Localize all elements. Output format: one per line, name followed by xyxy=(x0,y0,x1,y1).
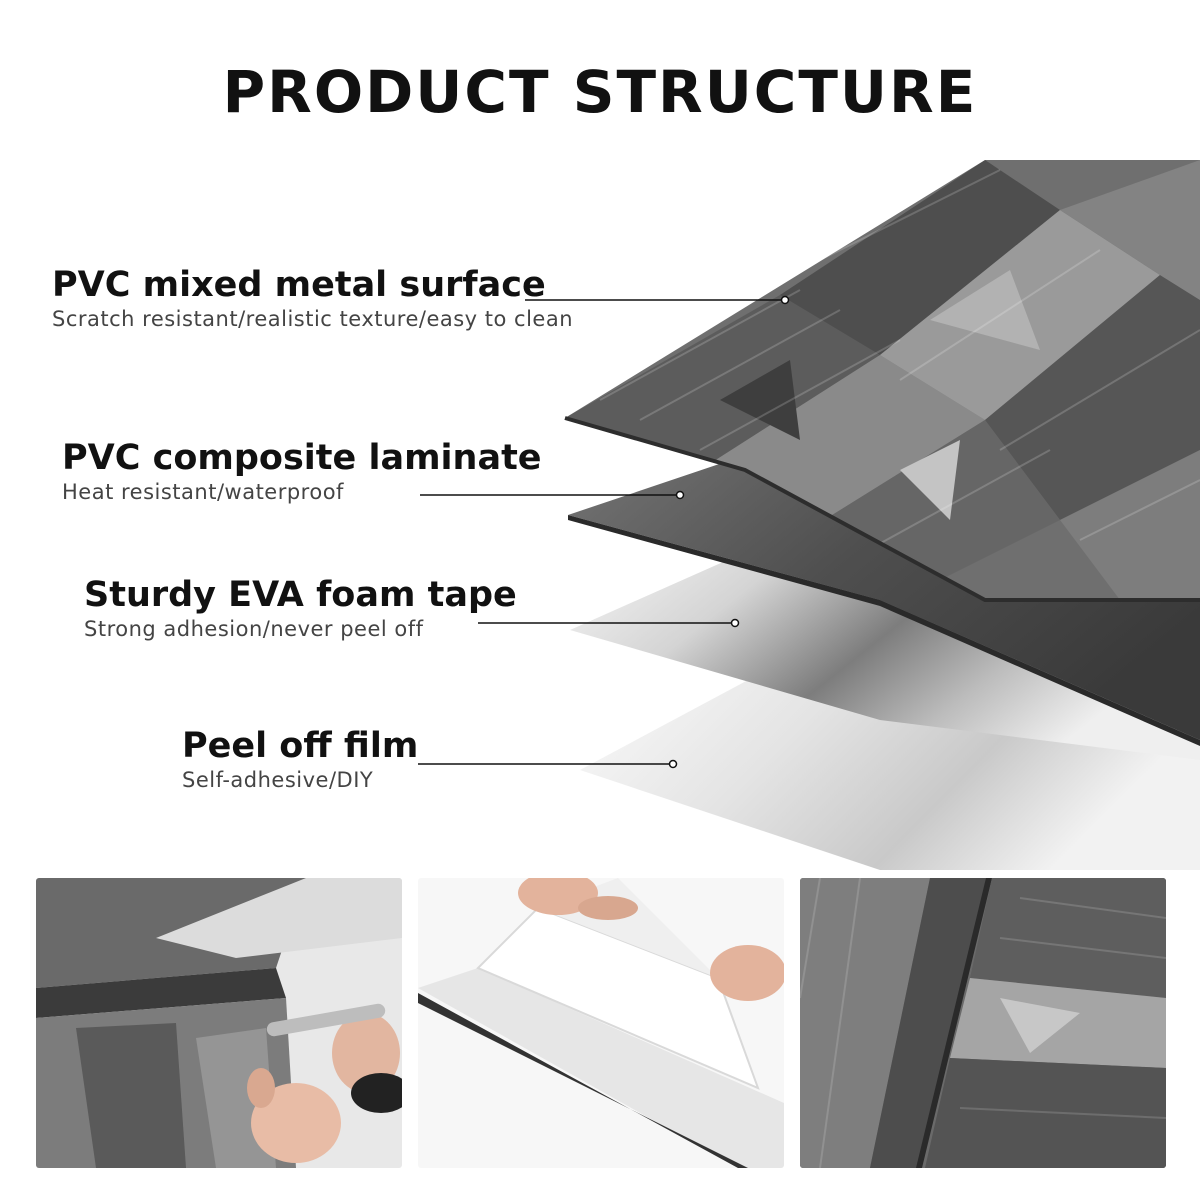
scissors-cutting-tile-photo xyxy=(36,878,402,1168)
layer-name: PVC composite laminate xyxy=(62,438,542,478)
layer-label-film: Peel off film Self-adhesive/DIY xyxy=(182,726,418,792)
pvc-metal-surface-layer xyxy=(565,160,1200,600)
leader-dot-laminate xyxy=(675,490,685,500)
leader-dot-surface xyxy=(780,295,790,305)
installed-floor-closeup-photo xyxy=(800,878,1166,1168)
layer-label-surface: PVC mixed metal surface Scratch resistan… xyxy=(52,265,573,331)
usage-photos xyxy=(36,878,1166,1168)
page-title: PRODUCT STRUCTURE xyxy=(222,58,978,126)
layer-description: Strong adhesion/never peel off xyxy=(84,617,424,641)
layer-name: Sturdy EVA foam tape xyxy=(84,575,517,615)
layer-description: Self-adhesive/DIY xyxy=(182,768,374,792)
peeling-backing-photo xyxy=(418,878,784,1168)
layer-label-foam: Sturdy EVA foam tape Strong adhesion/nev… xyxy=(84,575,517,641)
leader-dot-foam xyxy=(730,618,740,628)
layer-description: Scratch resistant/realistic texture/easy… xyxy=(52,307,574,331)
layer-description: Heat resistant/waterproof xyxy=(62,480,344,504)
leader-dot-film xyxy=(668,759,678,769)
layer-name: PVC mixed metal surface xyxy=(52,265,546,305)
layer-stack-illustration xyxy=(418,160,1200,870)
layer-name: Peel off film xyxy=(182,726,419,766)
layer-label-laminate: PVC composite laminate Heat resistant/wa… xyxy=(62,438,542,504)
